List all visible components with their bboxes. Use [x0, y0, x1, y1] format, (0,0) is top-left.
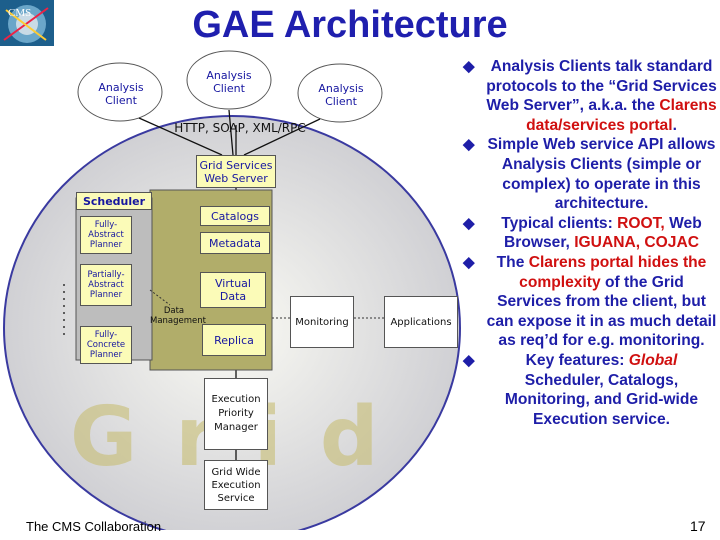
monitoring-box: Monitoring	[290, 296, 354, 348]
data-management-label: Data Management	[150, 306, 206, 326]
bullet-marker-icon: ◆	[463, 253, 475, 271]
replica-box: Replica	[202, 324, 266, 356]
page-title: GAE Architecture	[192, 4, 508, 46]
bullet-5: ◆Key features: Global Scheduler, Catalog…	[463, 351, 699, 428]
bullet-marker-icon: ◆	[463, 58, 475, 75]
bullet-1: ◆Analysis Clients talk standard protocol…	[463, 58, 717, 134]
arrow-client-3	[243, 118, 321, 156]
bullet-3: ◆Typical clients: ROOT, Web Browser, IGU…	[463, 214, 702, 252]
footer-collaboration: The CMS Collaboration	[26, 519, 162, 534]
grid-wide-execution-service: Grid Wide Execution Service	[204, 460, 268, 510]
client-ellipse-1	[77, 62, 163, 122]
applications-box: Applications	[384, 296, 458, 348]
virtual-data-box: Virtual Data	[200, 272, 266, 308]
arrow-client-1	[138, 117, 223, 156]
bullet-marker-icon: ◆	[463, 136, 475, 154]
catalogs-box: Catalogs	[200, 206, 270, 226]
logo-text: CMS	[8, 7, 31, 19]
client-ellipse-3	[297, 63, 383, 123]
analysis-client-1: Analysis Client	[98, 81, 144, 107]
arrow-client-2	[228, 109, 234, 156]
scheduler-box: Scheduler	[76, 192, 152, 210]
page-number: 17	[690, 518, 706, 534]
execution-priority-manager: Execution Priority Manager	[204, 378, 268, 450]
cms-logo: CMS	[0, 0, 54, 46]
partially-abstract-planner: Partially-Abstract Planner	[80, 264, 132, 306]
metadata-box: Metadata	[200, 232, 270, 254]
bullet-list: ◆Analysis Clients talk standard protocol…	[463, 57, 718, 429]
protocols-label: HTTP, SOAP, XML/RPC	[174, 121, 306, 135]
bullet-marker-icon: ◆	[463, 351, 475, 369]
fully-abstract-planner: Fully-Abstract Planner	[80, 216, 132, 254]
bullet-4: ◆The Clarens portal hides the complexity…	[463, 253, 717, 350]
link-planners	[149, 289, 171, 306]
client-ellipse-2	[186, 50, 272, 110]
bullet-marker-icon: ◆	[463, 214, 475, 232]
analysis-client-3: Analysis Client	[318, 82, 364, 108]
analysis-client-2: Analysis Client	[206, 69, 252, 95]
grid-services-web-server: Grid Services Web Server	[196, 155, 276, 188]
bullet-2: ◆Simple Web service API allows Analysis …	[463, 136, 716, 213]
fully-concrete-planner: Fully-Concrete Planner	[80, 326, 132, 364]
dotted-markers	[63, 284, 65, 335]
